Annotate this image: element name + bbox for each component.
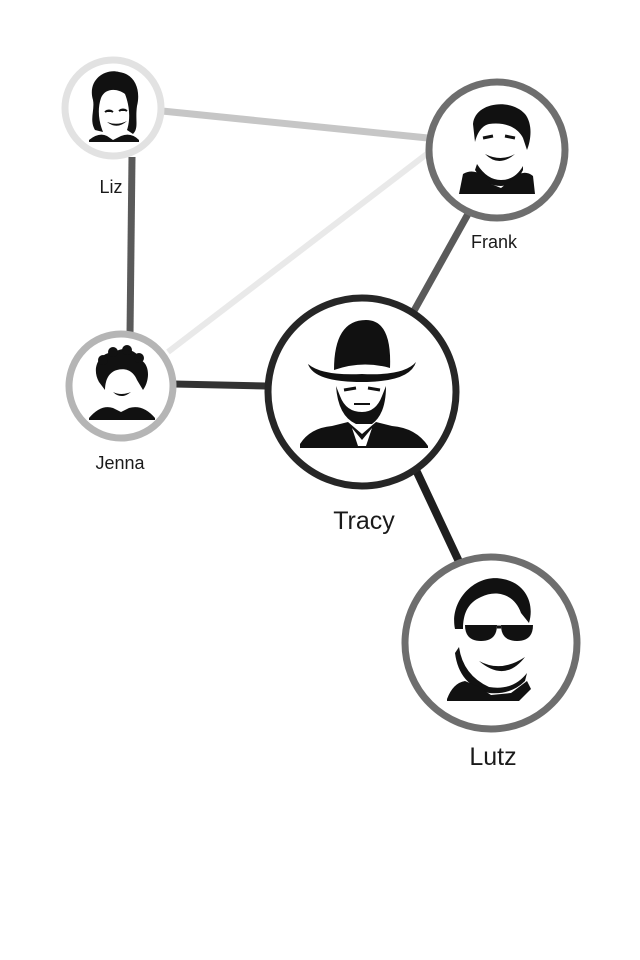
edge-jenna-frank xyxy=(166,147,434,355)
man-sunglasses-portrait-icon xyxy=(447,578,533,701)
man-cowboy-hat-portrait-icon xyxy=(300,320,428,448)
edge-liz-frank xyxy=(161,107,429,142)
edge-liz-jenna xyxy=(126,156,136,336)
node-ring-frank xyxy=(425,78,569,222)
man-smiling-portrait-icon xyxy=(459,104,535,194)
node-ring-liz xyxy=(61,56,165,160)
node-label-liz: Liz xyxy=(99,177,122,197)
node-jenna[interactable]: Jenna xyxy=(65,330,177,473)
edge-tracy-frank xyxy=(406,212,472,320)
woman-curly-hair-portrait-icon xyxy=(89,71,139,142)
node-label-frank: Frank xyxy=(471,232,518,252)
node-label-tracy: Tracy xyxy=(333,507,395,535)
node-tracy[interactable]: Tracy xyxy=(264,294,460,535)
edges-layer xyxy=(126,107,472,570)
woman-short-curls-portrait-icon xyxy=(89,345,155,420)
node-lutz[interactable]: Lutz xyxy=(401,553,581,771)
node-ring-lutz xyxy=(401,553,581,733)
node-frank[interactable]: Frank xyxy=(425,78,569,252)
edge-jenna-tracy xyxy=(173,380,267,390)
node-liz[interactable]: Liz xyxy=(61,56,165,197)
edge-tracy-lutz xyxy=(412,468,466,570)
node-label-lutz: Lutz xyxy=(469,743,516,771)
node-label-jenna: Jenna xyxy=(95,453,145,473)
